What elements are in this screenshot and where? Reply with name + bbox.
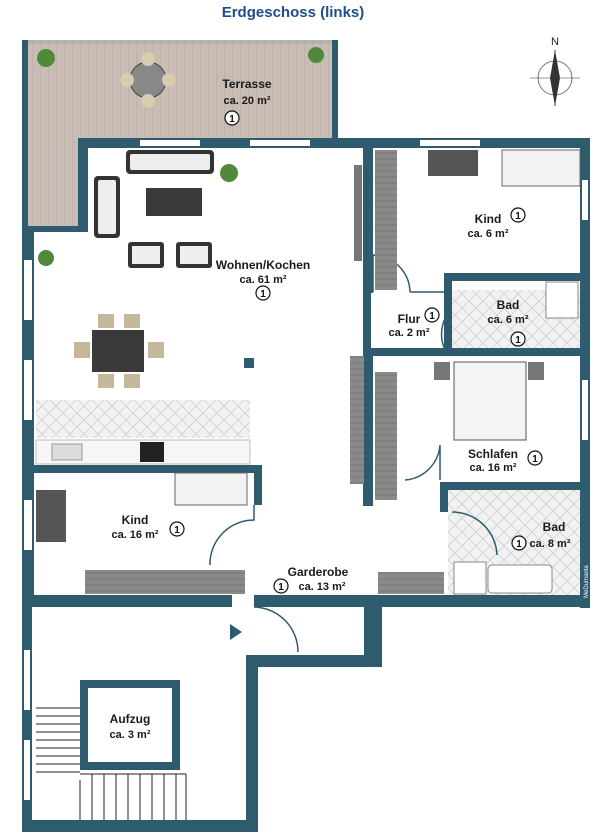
- room-number-badge: 1: [511, 535, 527, 551]
- room-name-kind2: Kind: [122, 513, 149, 527]
- doors: [209, 254, 498, 653]
- compass-north-label: N: [551, 36, 559, 48]
- entry-arrow-icon: [230, 624, 242, 640]
- svg-text:1: 1: [515, 335, 521, 346]
- room-name-garderobe: Garderobe: [288, 565, 349, 579]
- room-area-schlafen: ca. 16 m²: [469, 462, 516, 474]
- terrace-floor-side: [22, 140, 78, 232]
- room-area-garderobe: ca. 13 m²: [298, 581, 345, 593]
- room-number-badge: 1: [527, 450, 543, 466]
- room-number-badge: 1: [224, 110, 240, 126]
- room-area-flur: ca. 2 m²: [389, 327, 430, 339]
- room-name-wohnen: Wohnen/Kochen: [216, 258, 310, 272]
- room-area-wohnen: ca. 61 m²: [239, 274, 286, 286]
- room-number-badge: 1: [424, 307, 440, 323]
- room-name-terrasse: Terrasse: [222, 77, 271, 91]
- room-area-kind2: ca. 16 m²: [111, 529, 158, 541]
- room-area-bad2: ca. 8 m²: [530, 538, 571, 550]
- walls: [22, 40, 590, 832]
- room-area-aufzug: ca. 3 m²: [110, 729, 151, 741]
- room-area-terrasse: ca. 20 m²: [223, 95, 270, 107]
- room-number-badge: 1: [510, 331, 526, 347]
- svg-text:1: 1: [515, 211, 521, 222]
- room-number-badge: 1: [273, 578, 289, 594]
- room-number-badge: 1: [255, 285, 271, 301]
- room-labels: Terrasse ca. 20 m² 1 Wohnen/Kochen ca. 6…: [110, 77, 571, 741]
- svg-text:1: 1: [260, 289, 266, 300]
- plan-title: Erdgeschoss (links): [222, 4, 365, 21]
- room-name-aufzug: Aufzug: [110, 712, 151, 726]
- room-area-bad1: ca. 6 m²: [488, 314, 529, 326]
- furniture: [35, 47, 581, 820]
- svg-text:1: 1: [174, 525, 180, 536]
- svg-text:1: 1: [429, 311, 435, 322]
- room-name-kind1: Kind: [475, 212, 502, 226]
- room-area-kind1: ca. 6 m²: [468, 228, 509, 240]
- svg-text:1: 1: [532, 454, 538, 465]
- terrace-floor: [22, 40, 332, 140]
- room-number-badge: 1: [510, 207, 526, 223]
- svg-text:1: 1: [278, 582, 284, 593]
- room-name-schlafen: Schlafen: [468, 447, 518, 461]
- room-number-badge: 1: [169, 521, 185, 537]
- credit-text: MeDumanta: [584, 565, 590, 598]
- room-name-bad2: Bad: [543, 520, 566, 534]
- compass-icon: N: [530, 36, 580, 106]
- room-name-bad1: Bad: [497, 298, 520, 312]
- windows: [24, 140, 588, 800]
- svg-text:1: 1: [229, 114, 235, 125]
- kitchen-tiles: [36, 400, 250, 438]
- svg-text:1: 1: [516, 539, 522, 550]
- room-name-flur: Flur: [398, 312, 421, 326]
